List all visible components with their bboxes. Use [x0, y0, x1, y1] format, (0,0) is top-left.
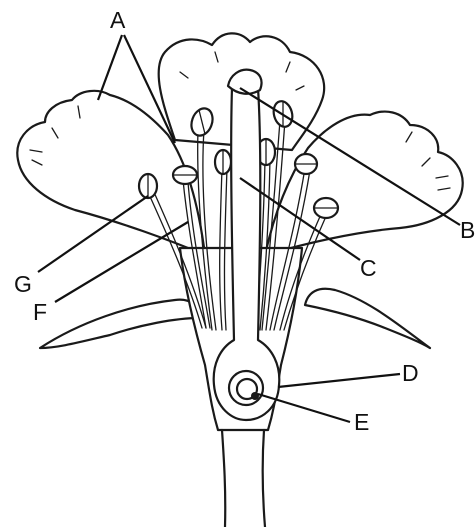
leader-a-1: [98, 35, 122, 100]
sepal-left: [40, 300, 200, 348]
label-g: G: [14, 271, 32, 297]
ovule: [251, 392, 259, 400]
sepal-right: [305, 289, 430, 348]
label-e: E: [354, 409, 369, 435]
leader-d: [278, 374, 400, 387]
pedicel: [222, 430, 265, 527]
leader-f: [55, 222, 188, 302]
label-c: C: [360, 255, 377, 281]
label-a: A: [110, 7, 126, 33]
label-f: F: [33, 299, 47, 325]
label-d: D: [402, 360, 419, 386]
label-b: B: [460, 217, 475, 243]
